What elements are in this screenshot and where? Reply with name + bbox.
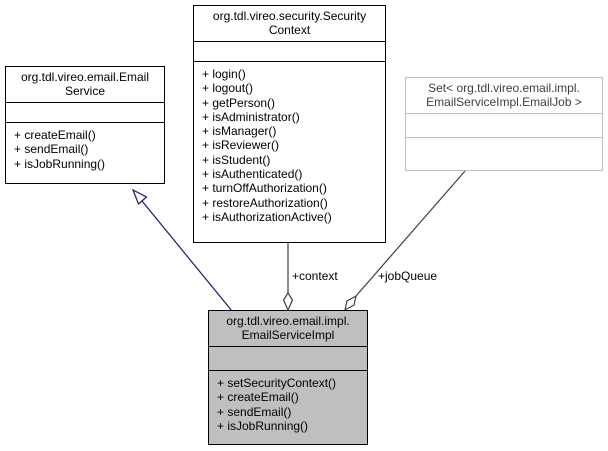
email-service-operations: + createEmail() + sendEmail() + isJobRun…: [6, 123, 164, 175]
email-job-set-class[interactable]: Set< org.tdl.vireo.email.impl. EmailServ…: [405, 77, 603, 171]
email-service-attributes: [6, 103, 164, 123]
operation: + login(): [202, 67, 246, 81]
security-context-name-line1: org.tdl.vireo.security.Security: [212, 9, 367, 23]
operation: + isAdministrator(): [202, 109, 300, 124]
security-context-attributes: [194, 42, 385, 62]
email-service-name-line2: Service: [64, 84, 105, 98]
security-context-name: org.tdl.vireo.security.Security Context: [194, 6, 385, 42]
email-job-set-attributes: [406, 114, 602, 138]
operation: + sendEmail(): [217, 404, 292, 419]
operation: + isJobRunning(): [14, 156, 106, 171]
operation: + isManager(): [202, 124, 277, 139]
email-service-name-line1: org.tdl.vireo.email.Email: [20, 70, 150, 84]
context-edge-label: +context: [292, 269, 338, 283]
operation: + restoreAuthorization(): [202, 195, 328, 210]
operation: + logout(): [202, 81, 254, 96]
email-service-impl-attributes: [209, 347, 367, 371]
jobqueue-edge-label: +jobQueue: [378, 269, 438, 283]
inheritance-line: [141, 200, 233, 312]
email-job-set-name: Set< org.tdl.vireo.email.impl. EmailServ…: [406, 78, 602, 114]
operation: + createEmail(): [217, 390, 299, 405]
operation: + setSecurityContext(): [217, 376, 337, 390]
email-job-set-operations: [406, 138, 602, 162]
email-service-impl-name-line1: org.tdl.vireo.email.impl.: [226, 314, 350, 328]
email-service-impl-name-line2: EmailServiceImpl: [241, 328, 335, 342]
operation: + isJobRunning(): [217, 418, 309, 433]
operation: + isAuthorizationActive(): [202, 209, 332, 224]
security-context-class[interactable]: org.tdl.vireo.security.Security Context …: [193, 5, 386, 243]
email-service-impl-name: org.tdl.vireo.email.impl. EmailServiceIm…: [209, 311, 367, 347]
operation: + getPerson(): [202, 95, 276, 110]
operation: + isReviewer(): [202, 138, 280, 153]
operation: + turnOffAuthorization(): [202, 181, 327, 196]
email-service-impl-class[interactable]: org.tdl.vireo.email.impl. EmailServiceIm…: [208, 310, 368, 445]
email-service-class[interactable]: org.tdl.vireo.email.Email Service + crea…: [5, 66, 165, 184]
security-context-name-line2: Context: [268, 23, 311, 37]
jobqueue-association-line: [355, 170, 466, 297]
email-service-impl-operations: + setSecurityContext() + createEmail() +…: [209, 371, 367, 437]
security-context-operations: + login() + logout() + getPerson() + isA…: [194, 62, 385, 228]
operation: + isStudent(): [202, 152, 271, 167]
operation: + sendEmail(): [14, 142, 89, 157]
operation: + createEmail(): [14, 128, 96, 142]
email-service-name: org.tdl.vireo.email.Email Service: [6, 67, 164, 103]
jobqueue-diamond: [344, 294, 357, 312]
email-job-set-name-line1: Set< org.tdl.vireo.email.impl.: [428, 81, 580, 95]
operation: + isAuthenticated(): [202, 167, 303, 182]
context-diamond: [282, 291, 294, 312]
inheritance-arrowhead: [131, 188, 148, 206]
email-job-set-name-line2: EmailServiceImpl.EmailJob >: [426, 95, 582, 109]
